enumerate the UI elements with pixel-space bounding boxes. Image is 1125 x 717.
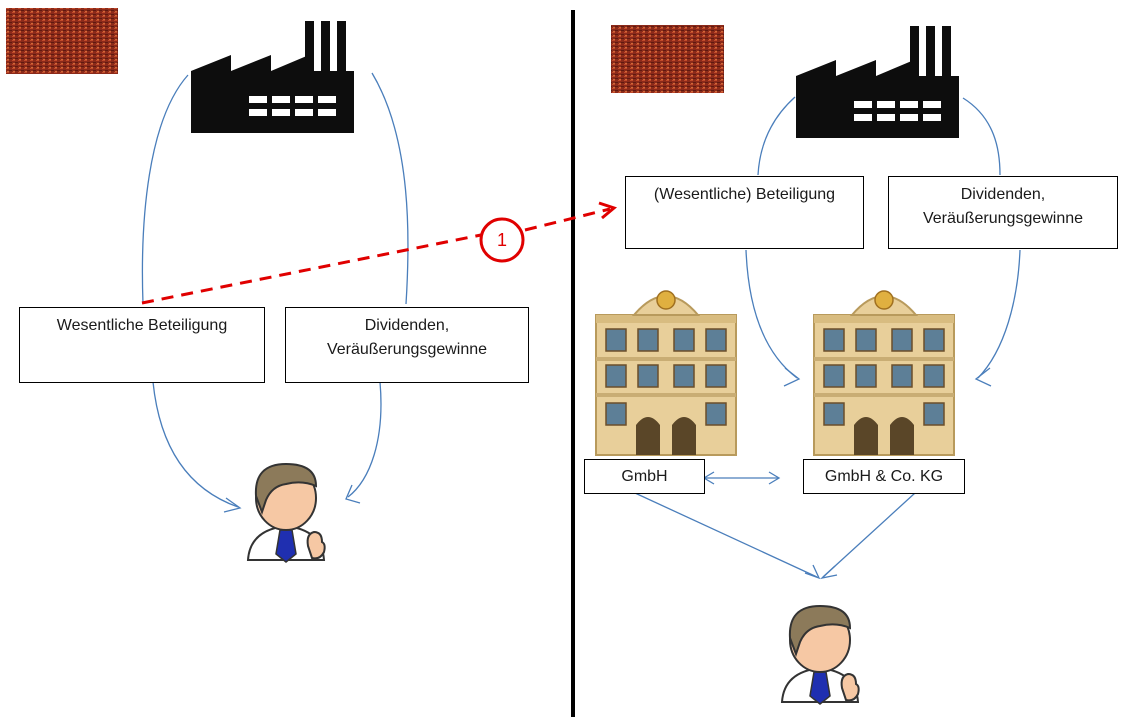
left-flow-lines (141, 72, 409, 508)
bank-building-icon (813, 290, 955, 456)
entity-label: GmbH (621, 468, 668, 485)
entity-label: GmbH & Co. KG (824, 468, 944, 485)
entity-gmbh-co-kg: GmbH & Co. KG (803, 459, 965, 494)
person-icon (781, 605, 860, 705)
box-label-line1: Dividenden, (960, 186, 1046, 203)
flag-icon (611, 25, 724, 93)
right-flow-lines (634, 96, 1021, 578)
box-label: Wesentliche Beteiligung (56, 317, 228, 334)
entity-gmbh: GmbH (584, 459, 705, 494)
flag-icon (6, 8, 118, 74)
box-label: (Wesentliche) Beteiligung (653, 186, 836, 203)
bank-building-icon (595, 290, 737, 456)
box-wesentliche-beteiligung-right: (Wesentliche) Beteiligung (625, 176, 864, 249)
box-wesentliche-beteiligung: Wesentliche Beteiligung (19, 307, 265, 383)
box-label-line1: Dividenden, (364, 317, 450, 334)
box-dividenden-left: Dividenden, Veräußerungsgewinne (285, 307, 529, 383)
factory-icon (796, 26, 959, 138)
left-arrowheads (223, 484, 361, 513)
person-icon (247, 463, 326, 563)
step-marker-label: 1 (496, 230, 507, 250)
factory-icon (191, 21, 354, 133)
transfer-arrow (141, 201, 618, 305)
box-label-line2: Veräußerungsgewinne (326, 341, 488, 358)
box-dividenden-right: Dividenden, Veräußerungsgewinne (888, 176, 1118, 249)
box-label-line2: Veräußerungsgewinne (922, 210, 1084, 227)
